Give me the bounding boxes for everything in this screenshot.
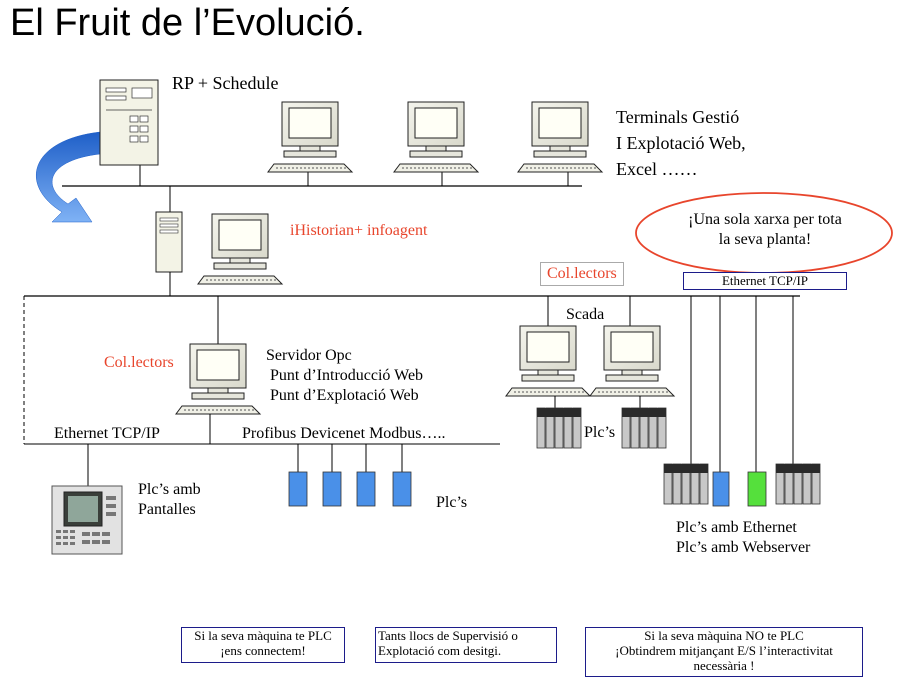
scada-computer-icon	[505, 325, 591, 397]
plc-rack-icon	[621, 407, 667, 449]
historian-label: iHistorian+ infoagent	[290, 222, 428, 239]
loop-arrow-icon	[35, 131, 101, 223]
ethernet-left-label: Ethernet TCP/IP	[54, 425, 160, 442]
note-with-plc: Si la seva màquina te PLC ¡ens connectem…	[181, 627, 345, 663]
servidor-opc-label: Servidor Opc Punt d’Introducció Web Punt…	[266, 347, 424, 404]
plc-rack-icon	[536, 407, 582, 449]
terminal-computer-icon	[267, 101, 353, 173]
terminal-computer-icon	[393, 101, 479, 173]
scada-label: Scada	[566, 306, 605, 323]
plc-module-green	[747, 471, 767, 507]
ethernet-box-label: Ethernet TCP/IP	[683, 272, 847, 290]
plc-module-blue	[288, 471, 308, 507]
terminals-label: Terminals Gestió I Explotació Web, Excel…	[616, 107, 746, 179]
plcs-bus-label: Plc’s	[436, 494, 468, 511]
note-supervisio: Tants llocs de Supervisió o Explotació c…	[375, 627, 557, 663]
opc-server-computer-icon	[175, 343, 261, 415]
plcs-scada-label: Plc’s	[584, 424, 616, 441]
collectors-label-right: Col.lectors	[540, 262, 624, 286]
historian-server-icon	[155, 211, 183, 273]
plcs-ethernet-label: Plc’s amb Ethernet Plc’s amb Webserver	[676, 519, 811, 556]
plc-rack-icon	[775, 463, 821, 505]
historian-computer-icon	[197, 213, 283, 285]
hmi-panel-icon	[51, 485, 123, 555]
plc-module-blue	[356, 471, 376, 507]
rp-server-icon	[99, 79, 159, 166]
plc-rack-icon	[663, 463, 709, 505]
rp-schedule-label: RP + Schedule	[172, 73, 279, 93]
plc-module-blue	[322, 471, 342, 507]
collectors-label-left: Col.lectors	[104, 354, 174, 371]
callout-text: ¡Una sola xarxa per tota la seva planta!	[688, 211, 842, 248]
fieldbus-label: Profibus Devicenet Modbus…..	[242, 425, 446, 442]
note-without-plc: Si la seva màquina NO te PLC ¡Obtindrem …	[585, 627, 863, 677]
terminal-computer-icon	[517, 101, 603, 173]
plcs-pantalles-label: Plc’s amb Pantalles	[138, 481, 201, 518]
page-title: El Fruit de l’Evolució.	[10, 2, 365, 44]
scada-computer-icon	[589, 325, 675, 397]
plc-module-blue	[392, 471, 412, 507]
plc-module-blue	[712, 471, 730, 507]
